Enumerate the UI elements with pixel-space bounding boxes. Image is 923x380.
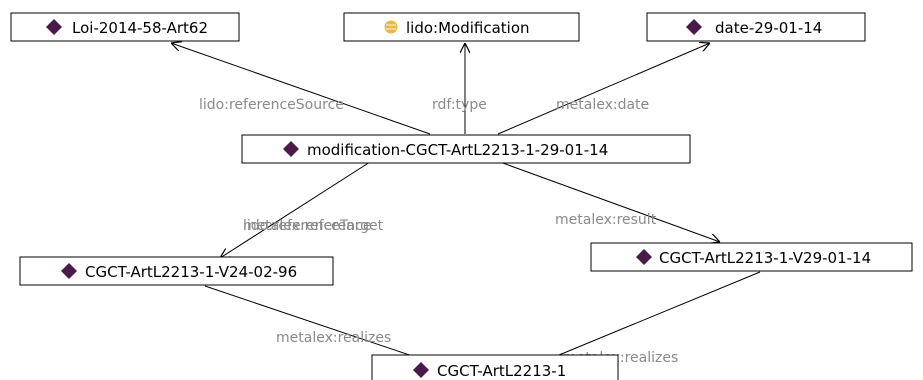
node-work[interactable]: CGCT-ArtL2213-1 [371,354,619,380]
individual-diamond-icon [686,19,702,35]
individual-diamond-icon [46,19,62,35]
edges [171,43,761,367]
edge-label-reference-target[interactable]: lido:referenceTarget [243,218,384,234]
edge-label-metalex-result[interactable]: metalex:result [555,212,657,228]
edge-metalex-date[interactable] [497,43,710,135]
node-modification[interactable]: modification-CGCT-ArtL2213-1-29-01-14 [241,134,691,164]
node-lido-modification[interactable]: lido:Modification [343,12,580,42]
edge-label-reference-source[interactable]: lido:referenceSource [199,97,344,113]
class-circle-icon [384,20,398,34]
edge-label-reference[interactable]: metalex:reference [243,218,371,234]
edge-label-rdf-type[interactable]: rdf:type [432,97,487,113]
edge-realizes-right[interactable] [530,271,761,367]
edge-label-realizes-left[interactable]: metalex:realizes [276,330,391,346]
edge-reference-source[interactable] [171,43,431,135]
node-label: CGCT-ArtL2213-1 [437,362,566,380]
edge-realizes-left[interactable] [204,285,445,367]
node-label: Loi-2014-58-Art62 [72,19,208,37]
edge-reference-target[interactable] [220,161,371,258]
node-date[interactable]: date-29-01-14 [646,12,866,42]
individual-diamond-icon [283,141,299,157]
individual-diamond-icon [61,263,77,279]
node-label: modification-CGCT-ArtL2213-1-29-01-14 [307,141,608,159]
edge-metalex-result[interactable] [499,161,720,242]
edge-labels: lido:referenceSource rdf:type metalex:da… [199,97,678,366]
node-label: CGCT-ArtL2213-1-V24-02-96 [85,263,297,281]
individual-diamond-icon [413,362,429,378]
node-label: lido:Modification [406,19,530,37]
node-label: date-29-01-14 [715,19,822,37]
node-v29[interactable]: CGCT-ArtL2213-1-V29-01-14 [590,242,913,272]
individual-diamond-icon [636,249,652,265]
node-label: CGCT-ArtL2213-1-V29-01-14 [659,249,871,267]
node-loi[interactable]: Loi-2014-58-Art62 [10,12,240,42]
edge-label-metalex-date[interactable]: metalex:date [556,97,649,113]
node-v24[interactable]: CGCT-ArtL2213-1-V24-02-96 [19,256,334,286]
